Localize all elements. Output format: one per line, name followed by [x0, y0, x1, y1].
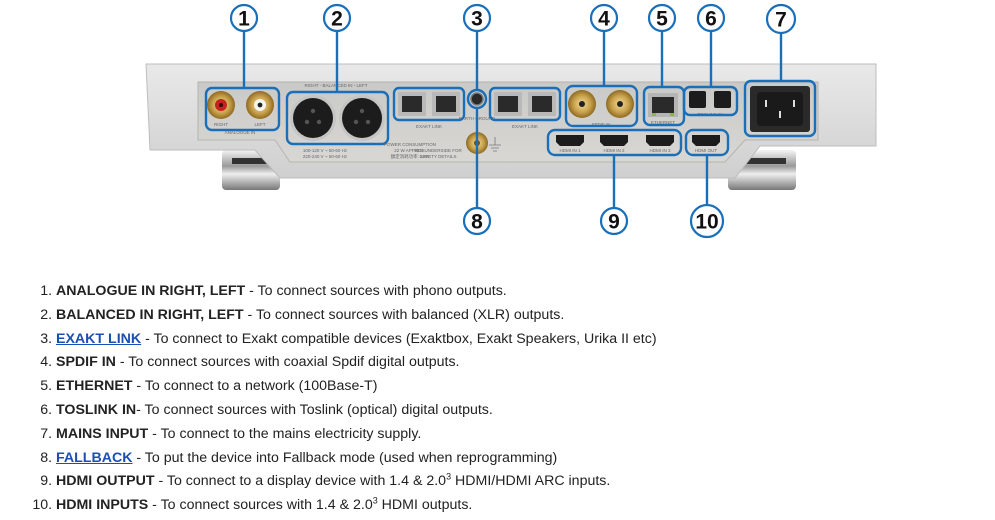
item-desc-end: HDMI/HDMI ARC inputs.	[451, 473, 611, 490]
callout-4: 4	[589, 3, 619, 33]
item-desc-end: HDMI outputs.	[377, 497, 473, 514]
item-desc: - To connect sources with Toslink (optic…	[136, 401, 493, 418]
svg-text:9: 9	[608, 211, 620, 234]
svg-text:額定消耗功率: 22W: 額定消耗功率: 22W	[391, 153, 431, 160]
rating-text: 100-120 V ~ 50-60 Hz 220-240 V ~ 50-60 H…	[303, 142, 463, 160]
footnote-ref: 3	[446, 471, 452, 482]
mains-inlet	[750, 86, 810, 132]
item-term: HDMI INPUTS	[56, 497, 149, 514]
svg-text:1: 1	[238, 8, 250, 31]
item-term: SPDIF IN	[56, 354, 116, 371]
callout-3: 3	[462, 3, 492, 33]
svg-text:5: 5	[656, 8, 668, 31]
item-term: ETHERNET	[56, 378, 133, 395]
callout-10: 10	[689, 203, 725, 239]
list-item-4: SPDIF IN - To connect sources with coaxi…	[56, 351, 657, 375]
item-desc: - To connect sources with coaxial Spdif …	[115, 354, 460, 371]
hdmi-output-port: HDMI OUT	[692, 135, 720, 153]
svg-text:SPDIF IN: SPDIF IN	[591, 122, 610, 127]
list-item-8: FALLBACK - To put the device into Fallba…	[56, 447, 657, 471]
svg-text:HDMI IN 2: HDMI IN 2	[603, 148, 624, 153]
hdmi-input-ports: HDMI IN 1 HDMI IN 2 HDMI IN 3	[556, 135, 674, 153]
analogue-in-connectors: RIGHT LEFT ANALOGUE IN	[207, 91, 274, 135]
callout-8: 8	[462, 206, 492, 236]
svg-text:EXAKT LINK: EXAKT LINK	[416, 124, 442, 129]
highlight-3a	[392, 86, 466, 122]
item-desc: - To put the device into Fallback mode (…	[132, 449, 558, 466]
list-item-10: HDMI INPUTS - To connect sources with 1.…	[56, 494, 657, 518]
callout-1: 1	[229, 3, 259, 33]
item-term: MAINS INPUT	[56, 425, 149, 442]
connector-list: ANALOGUE IN RIGHT, LEFT - To connect sou…	[28, 280, 657, 518]
svg-text:HDMI OUT: HDMI OUT	[695, 148, 717, 153]
list-item-1: ANALOGUE IN RIGHT, LEFT - To connect sou…	[56, 280, 657, 304]
svg-text:4: 4	[598, 8, 610, 31]
svg-text:SEE UNDERSIDE FOR: SEE UNDERSIDE FOR	[414, 148, 462, 153]
svg-text:SAFETY DETAILS: SAFETY DETAILS	[419, 154, 456, 159]
item-desc: - To connect to a network (100Base-T)	[132, 378, 378, 395]
item-desc: - To connect sources with balanced (XLR)…	[243, 306, 565, 323]
rear-panel-diagram: RIGHT LEFT ANALOGUE IN RIGHT - BALANCED …	[145, 3, 877, 239]
svg-text:2: 2	[331, 8, 343, 31]
leader-lines	[242, 31, 783, 208]
svg-text:ETHERNET: ETHERNET	[651, 120, 676, 125]
highlight-4	[564, 84, 639, 128]
svg-text:100-120 V ~ 50-60 Hz: 100-120 V ~ 50-60 Hz	[303, 148, 348, 153]
item-desc: - To connect to a display device with 1.…	[154, 473, 447, 490]
ground-symbol	[489, 137, 501, 152]
svg-text:7: 7	[775, 9, 787, 32]
item-desc: - To connect to the mains electricity su…	[148, 425, 422, 442]
item-term: BALANCED IN RIGHT, LEFT	[56, 306, 244, 323]
analogue-label: ANALOGUE IN	[225, 130, 256, 135]
svg-text:HDMI IN 3: HDMI IN 3	[649, 148, 670, 153]
svg-text:POWER CONSUMPTION: POWER CONSUMPTION	[384, 142, 436, 147]
fallback-link[interactable]: FALLBACK	[56, 449, 133, 466]
list-item-2: BALANCED IN RIGHT, LEFT - To connect sou…	[56, 304, 657, 328]
highlight-3b	[488, 86, 562, 122]
svg-text:3: 3	[471, 8, 483, 31]
list-item-7: MAINS INPUT - To connect to the mains el…	[56, 423, 657, 447]
footnote-ref: 3	[372, 495, 378, 506]
svg-text:8: 8	[471, 211, 483, 234]
svg-text:22 W APPROX.: 22 W APPROX.	[394, 148, 426, 153]
list-item-9: HDMI OUTPUT - To connect to a display de…	[56, 470, 657, 494]
item-desc: - To connect sources with 1.4 & 2.0	[148, 497, 373, 514]
item-term: ANALOGUE IN RIGHT, LEFT	[56, 283, 246, 299]
item-desc: - To connect sources with phono outputs.	[245, 283, 507, 299]
callout-5: 5	[647, 3, 677, 33]
rca-left-label: LEFT	[254, 122, 265, 127]
item-term: TOSLINK IN	[56, 401, 137, 418]
highlight-1	[204, 86, 281, 132]
svg-text:6: 6	[705, 8, 717, 31]
callout-6: 6	[696, 3, 726, 33]
list-item-3: EXAKT LINK - To connect to Exakt compati…	[56, 328, 657, 352]
callout-9: 9	[599, 206, 629, 236]
fallback-button	[470, 92, 484, 106]
rca-right-label: RIGHT	[214, 122, 228, 127]
callout-2: 2	[322, 3, 352, 33]
svg-text:EXAKT LINK: EXAKT LINK	[512, 124, 538, 129]
ethernet-port: ETHERNET	[648, 93, 678, 125]
exakt-link-ports-b: EXAKT LINK	[494, 92, 556, 129]
svg-text:HDMI IN 1: HDMI IN 1	[559, 148, 580, 153]
svg-text:220-240 V ~ 50-60 Hz: 220-240 V ~ 50-60 Hz	[303, 154, 348, 159]
exakt-link-link[interactable]: EXAKT LINK	[56, 330, 142, 347]
list-item-5: ETHERNET - To connect to a network (100B…	[56, 375, 657, 399]
exakt-link-ports-a: EXAKT LINK	[398, 92, 460, 129]
item-term: HDMI OUTPUT	[56, 473, 155, 490]
item-desc: - To connect to Exakt compatible devices…	[141, 330, 657, 347]
svg-text:10: 10	[695, 211, 718, 234]
spdif-connectors: SPDIF IN	[568, 90, 634, 127]
callout-7: 7	[765, 3, 797, 35]
list-item-6: TOSLINK IN- To connect sources with Tosl…	[56, 399, 657, 423]
